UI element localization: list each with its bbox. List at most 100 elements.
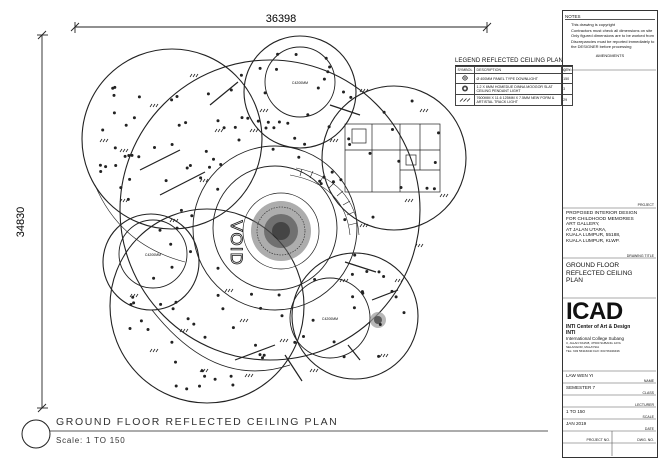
drawing-bottom-scale: Scale: 1 TO 150: [56, 436, 126, 445]
downlight-mark: [175, 226, 179, 230]
legend-header: SYMBOL: [455, 66, 475, 74]
downlight-mark: [390, 289, 394, 293]
downlight-mark: [342, 355, 346, 359]
downlight-mark: [360, 290, 364, 294]
downlight-mark: [240, 116, 244, 120]
downlight-mark: [277, 120, 281, 124]
downlight-mark: [104, 165, 108, 169]
drawing-title-caption: DRAWING TITLE: [626, 254, 654, 258]
downlight-mark: [294, 53, 298, 56]
track-light-mark: [397, 278, 401, 283]
note-item: This drawing is copyright: [571, 22, 655, 27]
downlight-mark: [330, 170, 334, 174]
track-light-mark: [149, 103, 153, 108]
downlight-mark: [170, 265, 174, 269]
track-light-mark: [365, 223, 369, 228]
downlight-mark: [324, 56, 328, 60]
room-label-north: C4200MM: [292, 81, 308, 85]
downlight-mark: [349, 95, 353, 99]
downlight-icon: [455, 73, 475, 84]
track-light-mark: [249, 128, 253, 133]
downlight-mark: [152, 276, 156, 280]
downlight-mark: [350, 272, 354, 276]
track-light-mark: [362, 88, 366, 93]
track-light-mark: [359, 223, 363, 228]
downlight-mark: [297, 155, 301, 159]
downlight-mark: [130, 153, 134, 157]
track-light-mark: [404, 198, 408, 203]
downlight-mark: [188, 164, 192, 167]
downlight-mark: [159, 302, 163, 306]
legend-row: 1.2 X 6MM HOMEDUE DINNA MOOGOR SLAT CEIL…: [455, 83, 574, 95]
downlight-mark: [437, 131, 440, 135]
downlight-mark: [171, 307, 175, 311]
track-light-mark: [99, 138, 103, 143]
title-block: [562, 10, 658, 458]
downlight-mark: [132, 116, 136, 120]
track-light-mark: [102, 138, 106, 143]
track-light-mark: [192, 73, 196, 78]
project-line: PROPOSED INTERIOR DESIGN: [566, 211, 638, 216]
note-item: Only figured dimensions are to be worked…: [571, 33, 655, 38]
track-light-mark: [342, 278, 346, 283]
track-light-mark: [345, 278, 349, 283]
amendments-label: AMENDMENTS: [595, 53, 625, 59]
pendant-light-icon: [455, 83, 475, 95]
downlight-mark: [216, 293, 220, 297]
track-light-mark: [149, 348, 153, 353]
downlight-mark: [246, 116, 250, 120]
project-line: KUALA LUMPUR, KLWP.: [566, 238, 620, 244]
downlight-mark: [174, 360, 177, 364]
track-light-mark: [172, 218, 176, 223]
downlight-mark: [352, 306, 356, 310]
downlight-mark: [351, 295, 355, 299]
downlight-mark: [158, 228, 162, 232]
room-label-south: C4200MM: [322, 317, 338, 321]
track-light-mark: [217, 128, 221, 133]
track-light-mark: [224, 288, 228, 293]
dwg-no-caption: DWG. NO.: [637, 438, 654, 442]
logo-subtitle: INTI Center of Art & Design: [566, 324, 631, 330]
downlight-mark: [185, 387, 189, 391]
track-light-mark: [205, 178, 209, 183]
downlight-mark: [271, 147, 275, 151]
downlight-mark: [233, 125, 237, 129]
downlight-mark: [280, 314, 284, 318]
downlight-symbols: [98, 52, 440, 391]
track-light-mark: [125, 198, 129, 203]
downlight-mark: [258, 353, 262, 357]
downlight-mark: [206, 92, 210, 96]
downlight-mark: [153, 146, 156, 149]
downlight-mark: [378, 323, 382, 326]
downlight-mark: [174, 300, 178, 304]
tree-symbol: [251, 201, 311, 261]
track-light-mark: [202, 368, 206, 373]
track-light-mark: [339, 278, 343, 283]
legend-header-row: SYMBOL DESCRIPTION QTY: [455, 66, 574, 74]
project-line: AT JALAN UTARA,: [566, 227, 607, 233]
staircase: [289, 167, 360, 236]
drawing-title-line: PLAN: [566, 277, 583, 285]
downlight-mark: [365, 270, 369, 273]
track-light-mark: [425, 108, 429, 113]
track-light-mark: [420, 243, 424, 248]
downlight-mark: [347, 137, 351, 141]
downlight-mark: [263, 91, 267, 95]
track-light-mark: [362, 223, 366, 228]
track-light-mark: [379, 353, 383, 358]
downlight-mark: [128, 327, 132, 330]
track-light-mark: [185, 328, 189, 333]
notes-heading: NOTES: [565, 14, 655, 21]
legend-header: DESCRIPTION: [473, 66, 562, 74]
track-light-mark: [202, 178, 206, 183]
track-light-mark: [410, 198, 414, 203]
downlight-mark: [258, 66, 262, 70]
downlight-mark: [98, 163, 102, 167]
downlight-mark: [169, 242, 173, 246]
track-light-mark: [400, 278, 404, 283]
track-light-mark: [259, 108, 263, 113]
toilet-block: [344, 123, 441, 193]
track-light-mark: [169, 218, 173, 223]
downlight-mark: [286, 121, 290, 125]
track-light-mark: [155, 348, 159, 353]
